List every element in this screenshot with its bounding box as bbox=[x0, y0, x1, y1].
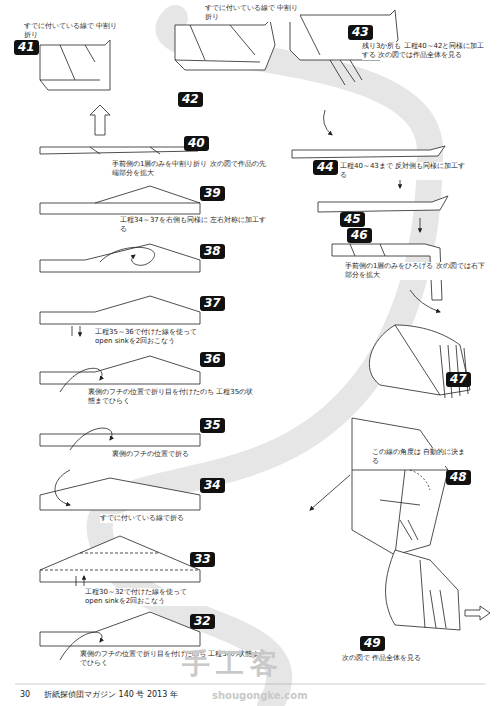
fold-lines bbox=[90, 147, 160, 154]
step-number: 37 bbox=[200, 296, 225, 311]
step-number: 34 bbox=[200, 478, 225, 493]
step-number: 33 bbox=[190, 552, 215, 567]
step-number: 39 bbox=[200, 186, 225, 201]
step-number-text: 49 bbox=[364, 636, 381, 650]
model-45 bbox=[318, 196, 448, 212]
step-number: 45 bbox=[340, 212, 365, 227]
model-40 bbox=[40, 143, 205, 154]
page-footer: 30 bbox=[20, 690, 30, 699]
model-49 bbox=[386, 550, 460, 630]
instruction-note: 裏側のフチの位置で折り目を付けたのち 工程35の状態までひらく bbox=[88, 388, 258, 406]
step-number-text: 46 bbox=[351, 228, 368, 242]
step-number: 42 bbox=[178, 92, 203, 107]
drawing-part bbox=[40, 10, 490, 660]
flow-arrow bbox=[420, 218, 421, 232]
step-number: 41 bbox=[14, 40, 39, 55]
model-39 bbox=[40, 186, 200, 214]
step-number: 32 bbox=[190, 614, 215, 629]
angle-arc bbox=[410, 470, 430, 490]
fold-lines bbox=[40, 45, 100, 80]
step-number: 46 bbox=[347, 228, 372, 243]
sink-arrows bbox=[72, 326, 80, 336]
model-41 bbox=[40, 40, 110, 90]
step-number-text: 48 bbox=[450, 470, 467, 484]
step-number: 36 bbox=[200, 352, 225, 367]
fold-lines bbox=[352, 470, 448, 555]
fold-lines bbox=[420, 560, 446, 628]
instruction-note: 手前側の1層のみを中割り折り 次の図で作品の先端部分を拡大 bbox=[112, 160, 272, 178]
instruction-note: 工程34～37を右側も同様に 左右対称に加工する bbox=[120, 216, 270, 234]
watermark: shougongke.com bbox=[212, 690, 308, 702]
instruction-note: 残り3か所も 工程40～42と同様に加工する 次の図では作品全体を見る bbox=[362, 42, 487, 60]
model-35 bbox=[40, 434, 200, 446]
fold-arrow bbox=[310, 475, 350, 510]
flow-arrow bbox=[465, 606, 490, 620]
fold-arrow bbox=[100, 247, 155, 265]
step-number-text: 35 bbox=[204, 418, 221, 432]
step-number-text: 44 bbox=[317, 160, 334, 174]
footer-rule bbox=[15, 684, 485, 685]
instruction-note: 工程35～36で付けた線を使って open sinkを2回おこなう bbox=[95, 328, 215, 346]
step-number-text: 37 bbox=[204, 296, 221, 310]
instruction-note: 手前側の1層のみをひろげる 次の図では右下部分を拡大 bbox=[345, 262, 490, 280]
instruction-note: この線の角度は 自動的に決まる bbox=[372, 448, 467, 466]
fold-arrow bbox=[70, 428, 112, 450]
step-number: 38 bbox=[200, 244, 225, 259]
step-number: 43 bbox=[348, 25, 373, 40]
flow-arrow bbox=[90, 105, 110, 135]
instruction-note: すでに付いている線で 中割り折り bbox=[24, 22, 119, 40]
step-number-text: 38 bbox=[204, 244, 221, 258]
flow-arrow bbox=[324, 110, 332, 135]
model-32 bbox=[40, 612, 200, 646]
model-33 bbox=[40, 536, 200, 582]
fold-lines bbox=[350, 244, 385, 256]
step-number-text: 39 bbox=[204, 186, 221, 200]
step-number-text: 41 bbox=[18, 40, 35, 54]
instruction-note: すでに付いている線で折る bbox=[100, 514, 184, 523]
step-number: 49 bbox=[360, 636, 385, 651]
step-number: 47 bbox=[446, 372, 471, 387]
step-number-text: 36 bbox=[204, 352, 221, 366]
model-47 bbox=[369, 325, 470, 395]
instruction-note: 次の図で 作品全体を見る bbox=[342, 654, 421, 663]
fold-lines bbox=[175, 25, 260, 62]
instruction-note: 裏側のフチの位置で折る bbox=[112, 450, 189, 459]
model-42 bbox=[175, 20, 275, 70]
model-37 bbox=[40, 296, 200, 324]
step-number-text: 33 bbox=[194, 552, 211, 566]
model-38 bbox=[40, 244, 200, 272]
model-48 bbox=[352, 418, 448, 555]
step-number-text: 32 bbox=[194, 614, 211, 628]
model-34 bbox=[40, 478, 200, 510]
step-number-text: 47 bbox=[450, 372, 467, 386]
fold-lines bbox=[395, 325, 468, 398]
instruction-note: 工程30～32で付けた線を使って open sinkを2回おこなう bbox=[85, 588, 205, 606]
fold-lines bbox=[40, 553, 200, 570]
fold-lines bbox=[95, 203, 200, 204]
step-number-text: 45 bbox=[344, 212, 361, 226]
model-44 bbox=[292, 146, 445, 158]
instruction-note: 工程40～43まで 反対側も同様に加工する bbox=[340, 162, 470, 180]
step-number: 35 bbox=[200, 418, 225, 433]
instruction-note: すでに付いている線で 中割り折り bbox=[205, 4, 300, 22]
step-number: 48 bbox=[446, 470, 471, 485]
step-number-text: 40 bbox=[188, 136, 205, 150]
flow-arrow bbox=[410, 290, 440, 312]
page-footer: 折紙探偵団マガジン 140 号 2013 年 bbox=[44, 690, 178, 699]
step-number: 40 bbox=[184, 136, 209, 151]
model-36 bbox=[40, 356, 200, 384]
step-number: 44 bbox=[313, 160, 338, 175]
step-number-text: 42 bbox=[182, 92, 199, 106]
sink-arrows bbox=[76, 576, 84, 586]
step-number-text: 43 bbox=[352, 25, 369, 39]
step-number-text: 34 bbox=[204, 478, 221, 492]
fold-arrow bbox=[55, 470, 70, 505]
watermark: 手工客 bbox=[182, 648, 284, 680]
